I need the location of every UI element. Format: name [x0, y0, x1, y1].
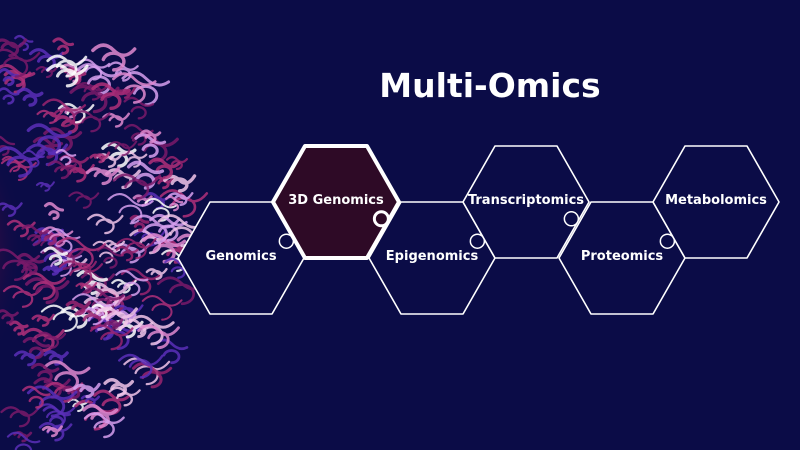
chromatin-strand [144, 197, 178, 222]
chromatin-strand [55, 149, 77, 166]
chromatin-strand [22, 385, 51, 409]
chromatin-strand [43, 246, 68, 266]
chromatin-strand [114, 86, 136, 99]
chromatin-strand [89, 151, 111, 164]
hexagon-label: 3D Genomics [288, 193, 384, 208]
chromatin-strand [89, 324, 134, 351]
chromatin-blob-image [0, 20, 216, 450]
chromatin-strand [0, 48, 41, 78]
chromatin-strand [43, 202, 65, 221]
chromatin-strand [22, 336, 51, 360]
page-title: Multi-Omics [379, 66, 601, 105]
chromatin-strand [0, 146, 46, 178]
chromatin-strand [148, 157, 181, 180]
chromatin-strand [107, 140, 138, 157]
chromatin-strand [72, 110, 111, 133]
chromatin-strand [164, 195, 184, 212]
chromatin-strand [68, 191, 100, 209]
chromatin-strand [0, 87, 20, 105]
chromatin-strand [83, 412, 125, 439]
chromatin-strand [129, 214, 150, 232]
chromatin-strand [87, 213, 124, 235]
chromatin-strand [167, 192, 194, 207]
hexagon-label: Epigenomics [385, 249, 479, 264]
chromatin-strand [42, 98, 87, 128]
chromatin-strand [16, 87, 44, 107]
chromatin-strand [31, 313, 55, 327]
chromatin-strand [116, 237, 157, 260]
hexagon-label: Metabolomics [665, 193, 767, 208]
chromatin-strand [73, 382, 101, 399]
hexagon-label: Transcriptomics [467, 193, 585, 208]
hexagon-puzzle [177, 144, 780, 315]
puzzle-knob [563, 211, 580, 227]
chromatin-strand [56, 236, 106, 270]
chromatin-strand [0, 309, 19, 325]
chromatin-strand [9, 320, 29, 336]
hexagon-transcriptomics [462, 145, 590, 259]
chromatin-strand [95, 306, 138, 331]
chromatin-strand [140, 129, 162, 144]
chromatin-strand [126, 160, 165, 190]
chromatin-strand [85, 166, 121, 186]
chromatin-strand [91, 43, 137, 72]
chromatin-strand [145, 267, 168, 281]
chromatin-strand [141, 295, 183, 321]
chromatin-strand [0, 406, 40, 428]
chromatin-strand [112, 173, 162, 200]
chromatin-strand [165, 156, 189, 171]
chromatin-strand [137, 324, 180, 350]
chromatin-strand [118, 353, 164, 379]
chromatin-strand [16, 252, 45, 276]
chromatin-strand [41, 425, 63, 438]
hexagon-metabolomics [652, 145, 780, 259]
chromatin-strand [6, 431, 41, 450]
chromatin-strand [0, 202, 23, 218]
puzzle-knob [469, 233, 486, 249]
chromatin-strand [115, 269, 149, 297]
chromatin-strand [115, 245, 139, 262]
chromatin-strand [35, 181, 55, 192]
chromatin-strand [21, 224, 48, 246]
chromatin-strand [75, 281, 98, 294]
hexagon-label: Proteomics [580, 249, 664, 264]
hexagon-label: Genomics [205, 249, 277, 264]
chromatin-strand [36, 403, 76, 428]
chromatin-strand [52, 37, 75, 56]
chromatin-strand [36, 331, 67, 349]
chromatin-strand [82, 403, 119, 429]
chromatin-strand [30, 362, 60, 384]
chromatin-strand [103, 318, 124, 330]
chromatin-strand [134, 133, 167, 158]
chromatin-strand [92, 240, 121, 264]
chromatin-strand [0, 38, 28, 58]
chromatin-strand [65, 300, 92, 316]
chromatin-strand [121, 150, 148, 168]
chromatin-strand [43, 360, 91, 392]
chromatin-strand [107, 193, 154, 225]
puzzle-knob [659, 233, 676, 249]
hexagon-3d-genomics [271, 144, 401, 260]
puzzle-knob [372, 210, 390, 228]
chromatin-strand [108, 386, 141, 407]
chromatin-strand [47, 160, 78, 180]
chromatin-strand [46, 63, 89, 88]
chromatin-strand [112, 72, 157, 104]
chromatin-strand [41, 226, 74, 248]
